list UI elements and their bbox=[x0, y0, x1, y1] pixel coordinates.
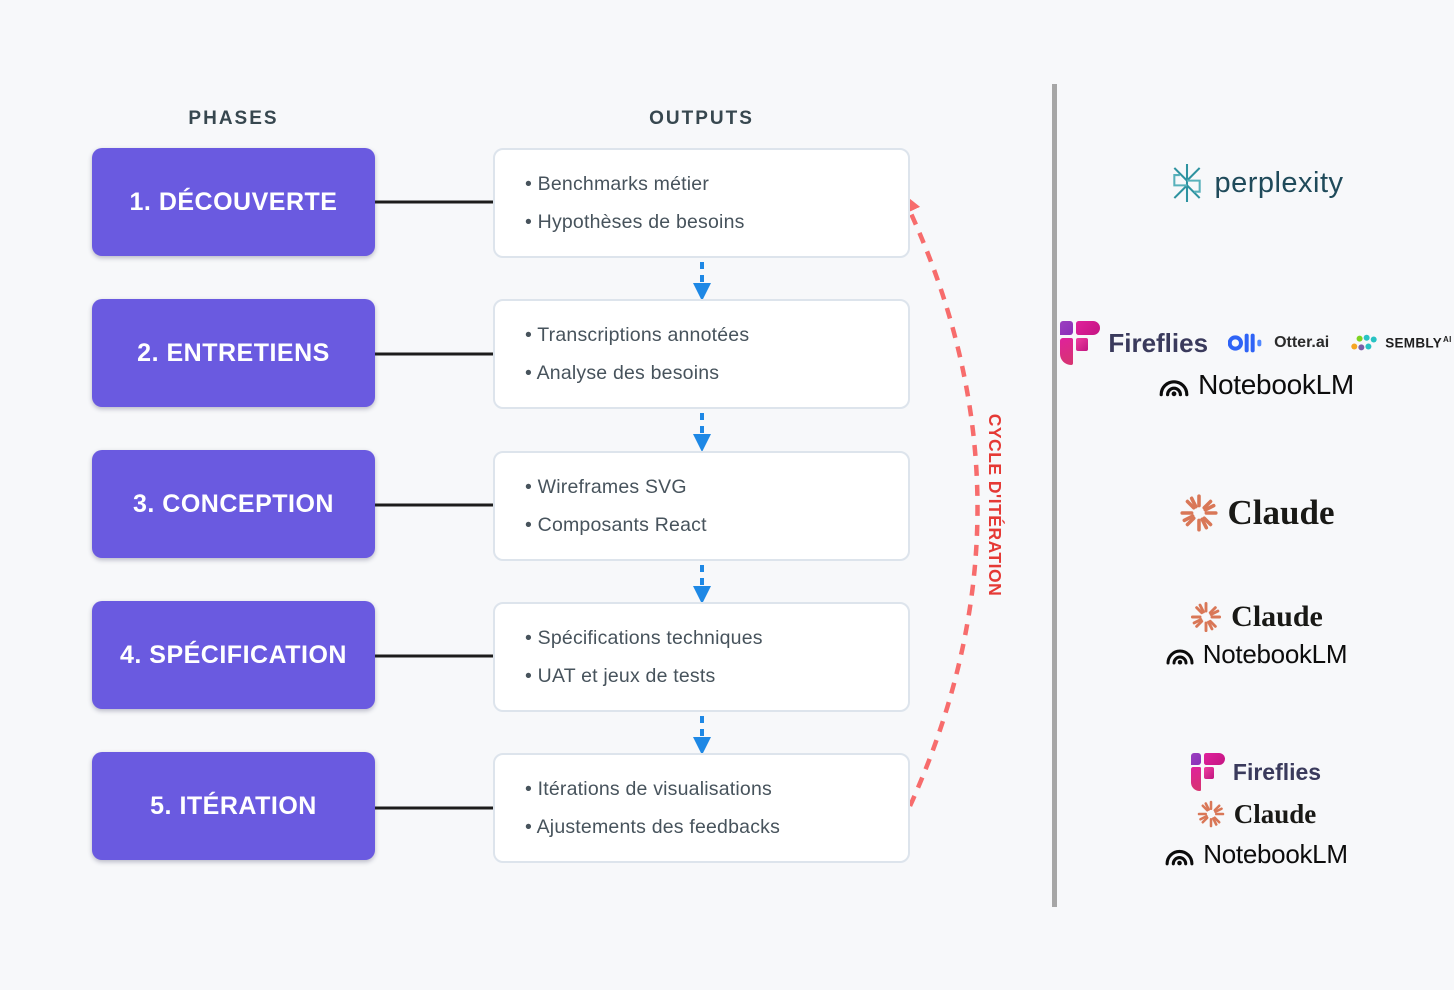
fireflies-icon bbox=[1190, 753, 1225, 791]
output-box-conception: Wireframes SVG Composants React bbox=[493, 451, 910, 561]
notebooklm-wordmark: NotebookLM bbox=[1203, 838, 1348, 869]
phase-label: 3. CONCEPTION bbox=[133, 489, 334, 518]
tools-row-conception: Claude bbox=[1058, 488, 1454, 538]
output-box-entretiens: Transcriptions annotées Analyse des beso… bbox=[493, 299, 910, 409]
notebooklm-wordmark: NotebookLM bbox=[1198, 369, 1354, 400]
sembly-text: SEMBLY bbox=[1385, 335, 1443, 351]
tools-row-decouverte: perplexity bbox=[1058, 160, 1454, 206]
phase-box-specification: 4. SPÉCIFICATION bbox=[92, 601, 375, 709]
output-box-decouverte: Benchmarks métier Hypothèses de besoins bbox=[493, 148, 910, 258]
notebooklm-icon bbox=[1165, 849, 1194, 865]
phase-label: 2. ENTRETIENS bbox=[137, 338, 330, 367]
output-box-iteration: Itérations de visualisations Ajustements… bbox=[493, 753, 910, 863]
output-item: Benchmarks métier bbox=[525, 173, 908, 196]
notebooklm-logo: NotebookLM bbox=[1158, 369, 1354, 401]
outputs-column-header: OUTPUTS bbox=[649, 108, 754, 129]
otter-icon bbox=[1228, 333, 1262, 353]
output-item: Analyse des besoins bbox=[525, 362, 908, 385]
fireflies-wordmark: Fireflies bbox=[1232, 758, 1322, 785]
claude-icon bbox=[1179, 494, 1218, 532]
fireflies-icon bbox=[1060, 321, 1101, 365]
tools-row-entretiens-line2: NotebookLM bbox=[1058, 364, 1454, 406]
sembly-logo: SEMBLYAI bbox=[1349, 333, 1451, 353]
notebooklm-icon bbox=[1166, 649, 1194, 665]
claude-logo: Claude bbox=[1196, 798, 1317, 830]
phase-label: 1. DÉCOUVERTE bbox=[129, 187, 338, 216]
notebooklm-wordmark: NotebookLM bbox=[1202, 638, 1348, 669]
phase-label: 4. SPÉCIFICATION bbox=[119, 640, 347, 669]
fireflies-logo: Fireflies bbox=[1190, 753, 1322, 791]
section-divider bbox=[1052, 84, 1057, 907]
sembly-wordmark: SEMBLYAI bbox=[1385, 335, 1451, 351]
notebooklm-logo: NotebookLM bbox=[1164, 838, 1348, 870]
claude-wordmark: Claude bbox=[1227, 493, 1335, 532]
claude-logo: Claude bbox=[1178, 492, 1335, 534]
output-item: Composants React bbox=[525, 514, 908, 537]
otter-logo: Otter.ai bbox=[1228, 332, 1329, 354]
tools-row-iteration-line2: Claude bbox=[1058, 794, 1454, 834]
sembly-icon bbox=[1351, 334, 1377, 351]
output-item: Ajustements des feedbacks bbox=[525, 816, 908, 839]
sembly-ai-superscript: AI bbox=[1443, 335, 1452, 345]
claude-icon bbox=[1197, 800, 1225, 828]
notebooklm-icon bbox=[1159, 380, 1189, 397]
tools-row-iteration-line1: Fireflies bbox=[1058, 750, 1454, 794]
output-item: Spécifications techniques bbox=[525, 627, 908, 650]
fireflies-logo: Fireflies bbox=[1060, 321, 1208, 365]
claude-icon bbox=[1191, 601, 1222, 633]
iteration-cycle-label: CYCLE D'ITÉRATION bbox=[985, 413, 1005, 597]
tools-row-entretiens-line1: Fireflies Otter.ai SEMBLYAI bbox=[1058, 320, 1454, 366]
phase-box-entretiens: 2. ENTRETIENS bbox=[92, 299, 375, 407]
tools-row-specification-line2: NotebookLM bbox=[1058, 634, 1454, 674]
perplexity-logo: perplexity bbox=[1168, 162, 1343, 204]
iteration-cycle-arrow bbox=[900, 191, 980, 807]
tools-row-specification-line1: Claude bbox=[1058, 596, 1454, 638]
output-item: UAT et jeux de tests bbox=[525, 665, 908, 688]
claude-logo: Claude bbox=[1189, 600, 1323, 634]
claude-wordmark: Claude bbox=[1231, 600, 1323, 633]
output-item: Itérations de visualisations bbox=[525, 778, 908, 801]
phase-box-iteration: 5. ITÉRATION bbox=[92, 752, 375, 860]
phase-box-decouverte: 1. DÉCOUVERTE bbox=[92, 148, 375, 256]
claude-wordmark: Claude bbox=[1233, 798, 1317, 829]
tools-row-iteration-line3: NotebookLM bbox=[1058, 833, 1454, 875]
perplexity-icon bbox=[1173, 164, 1202, 202]
phase-box-conception: 3. CONCEPTION bbox=[92, 450, 375, 558]
phase-output-connectors bbox=[375, 200, 493, 810]
output-box-specification: Spécifications techniques UAT et jeux de… bbox=[493, 602, 910, 712]
output-item: Hypothèses de besoins bbox=[525, 211, 908, 234]
fireflies-wordmark: Fireflies bbox=[1108, 327, 1209, 358]
output-item: Wireframes SVG bbox=[525, 476, 908, 499]
output-item: Transcriptions annotées bbox=[525, 324, 908, 347]
perplexity-wordmark: perplexity bbox=[1214, 166, 1344, 199]
otter-wordmark: Otter.ai bbox=[1274, 334, 1330, 351]
notebooklm-logo: NotebookLM bbox=[1165, 638, 1348, 670]
phases-column-header: PHASES bbox=[188, 108, 279, 129]
phase-label: 5. ITÉRATION bbox=[150, 791, 317, 820]
